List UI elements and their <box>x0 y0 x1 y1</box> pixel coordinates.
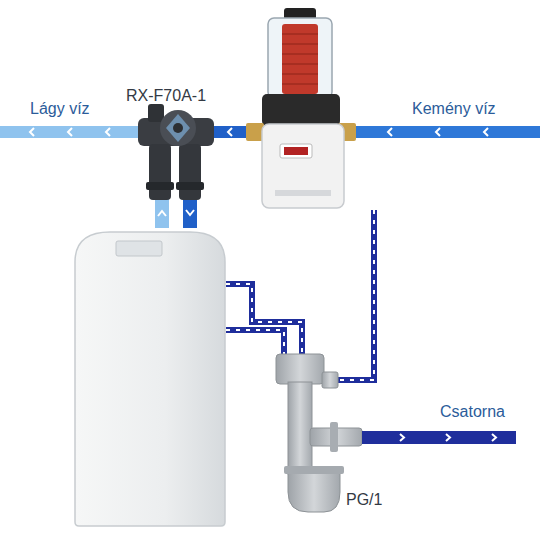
bypass-valve <box>138 104 214 200</box>
softener-tank <box>75 232 225 526</box>
part-label: Csatorna <box>440 402 505 422</box>
siphon <box>276 354 362 512</box>
part-label: RX-F70A-1 <box>126 86 206 106</box>
valve-ports <box>155 198 197 228</box>
part-label: Lágy víz <box>30 99 90 119</box>
part-label: PG/1 <box>346 490 382 510</box>
pre-filter <box>246 8 356 208</box>
part-label: Kemény víz <box>412 99 496 119</box>
sewer-pipe <box>362 431 516 444</box>
